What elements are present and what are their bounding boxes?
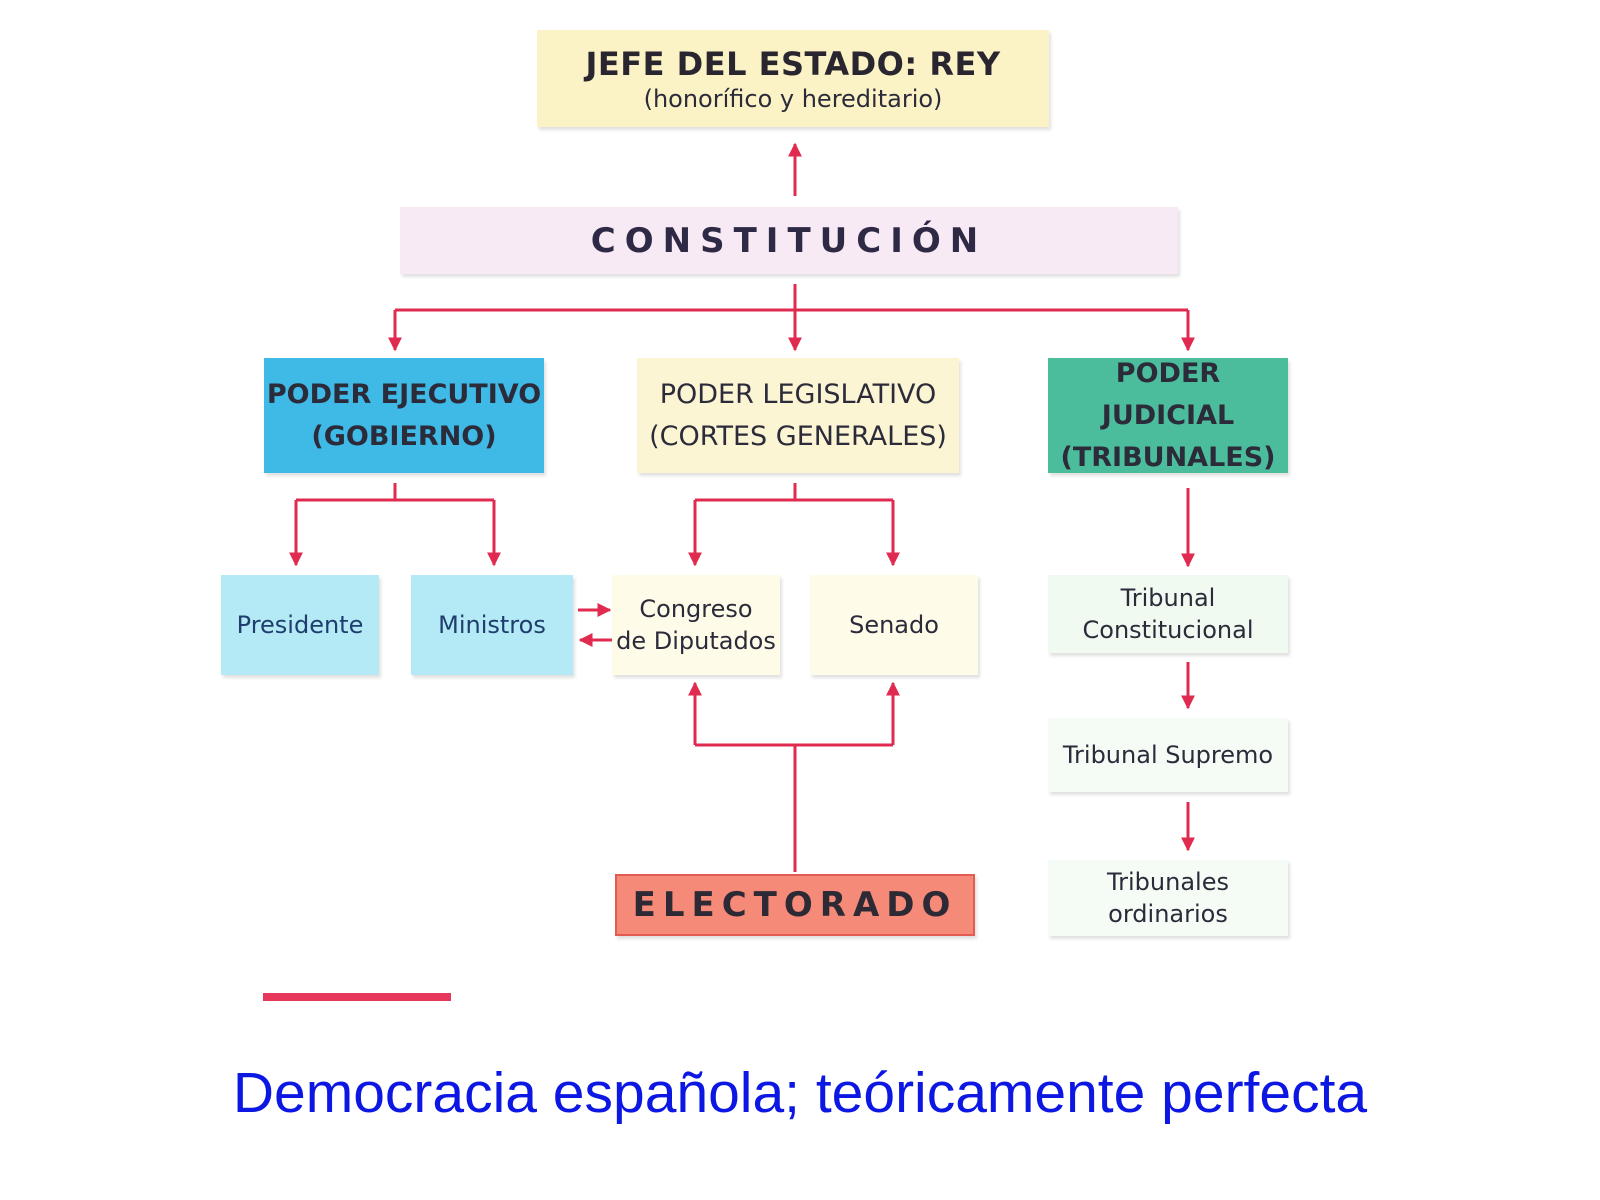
slide-caption: Democracia española; teóricamente perfec… — [232, 1061, 1368, 1125]
poder-judicial-line2: (TRIBUNALES) — [1060, 441, 1276, 473]
poder-legislativo-line2: (CORTES GENERALES) — [649, 420, 947, 452]
poder-ejecutivo-line2: (GOBIERNO) — [311, 420, 497, 452]
poder-legislativo-line1: PODER LEGISLATIVO — [659, 378, 937, 410]
senado-label: Senado — [849, 611, 939, 639]
tribunal-constitucional-line1: Tribunal — [1120, 584, 1216, 612]
congreso-line1: Congreso — [639, 595, 753, 623]
electorado-box: ELECTORADO — [615, 874, 975, 936]
jefe-del-estado-title: JEFE DEL ESTADO: REY — [585, 44, 1001, 83]
tribunal-supremo-box: Tribunal Supremo — [1048, 718, 1288, 792]
congreso-line2: de Diputados — [616, 627, 776, 655]
poder-judicial-box: PODER JUDICIAL (TRIBUNALES) — [1048, 358, 1288, 473]
tribunal-supremo-label: Tribunal Supremo — [1062, 741, 1274, 769]
tribunal-constitucional-line2: Constitucional — [1082, 616, 1254, 644]
poder-judicial-line1: PODER JUDICIAL — [1101, 357, 1235, 431]
ministros-label: Ministros — [438, 611, 546, 639]
ministros-box: Ministros — [411, 575, 573, 675]
accent-bar — [263, 993, 451, 1001]
senado-box: Senado — [810, 575, 978, 675]
tribunales-ordinarios-box: Tribunales ordinarios — [1048, 860, 1288, 936]
poder-legislativo-box: PODER LEGISLATIVO (CORTES GENERALES) — [637, 358, 959, 473]
tribunales-ordinarios-label: Tribunales ordinarios — [1107, 868, 1229, 928]
poder-ejecutivo-box: PODER EJECUTIVO (GOBIERNO) — [264, 358, 544, 473]
congreso-box: Congreso de Diputados — [612, 575, 780, 675]
connector-arrows — [289, 142, 1195, 872]
org-chart: JEFE DEL ESTADO: REY (honorífico y hered… — [221, 30, 1288, 1001]
presidente-box: Presidente — [221, 575, 379, 675]
jefe-del-estado-box: JEFE DEL ESTADO: REY (honorífico y hered… — [537, 30, 1049, 127]
tribunal-constitucional-box: Tribunal Constitucional — [1048, 575, 1288, 653]
jefe-del-estado-subtitle: (honorífico y hereditario) — [643, 84, 943, 113]
electorado-label: ELECTORADO — [632, 885, 958, 925]
poder-ejecutivo-line1: PODER EJECUTIVO — [266, 378, 542, 410]
constitucion-box: CONSTITUCIÓN — [400, 207, 1178, 274]
presidente-label: Presidente — [236, 611, 364, 639]
constitucion-label: CONSTITUCIÓN — [590, 220, 988, 261]
